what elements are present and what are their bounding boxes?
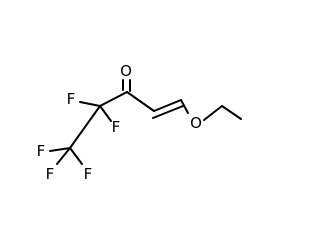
bond-cf3-cf2 [69,105,101,149]
bond-alkene-1 [153,99,182,112]
bond-carbonyl-ch [126,91,155,112]
atom-o-ether: O [190,114,202,132]
bond-ch2-ch3 [221,105,242,120]
bond-c1-f-lower-left [56,147,71,165]
atom-f-cf3-lower-left: F [46,165,55,183]
bond-c2-f-left [79,101,101,107]
atom-f-cf3-lower-right: F [84,165,93,183]
bond-c1-f-left [49,147,71,152]
atom-f-cf2-lower: F [112,118,121,136]
atom-o-carbonyl: O [120,62,132,80]
atom-labels: F F F F F O O [37,62,202,183]
bonds [49,79,242,165]
molecule-structure: F F F F F O O [37,62,242,183]
bond-ch-oether [180,99,189,114]
bond-oether-ch2 [203,105,223,121]
atom-f-cf3-left: F [37,142,46,160]
bond-c1-f-lower-right [69,147,83,165]
bond-c2-f-lower [99,105,112,122]
atom-f-cf2-left: F [67,90,76,108]
bond-alkene-2 [152,105,184,119]
bond-cf2-carbonyl [99,91,128,107]
